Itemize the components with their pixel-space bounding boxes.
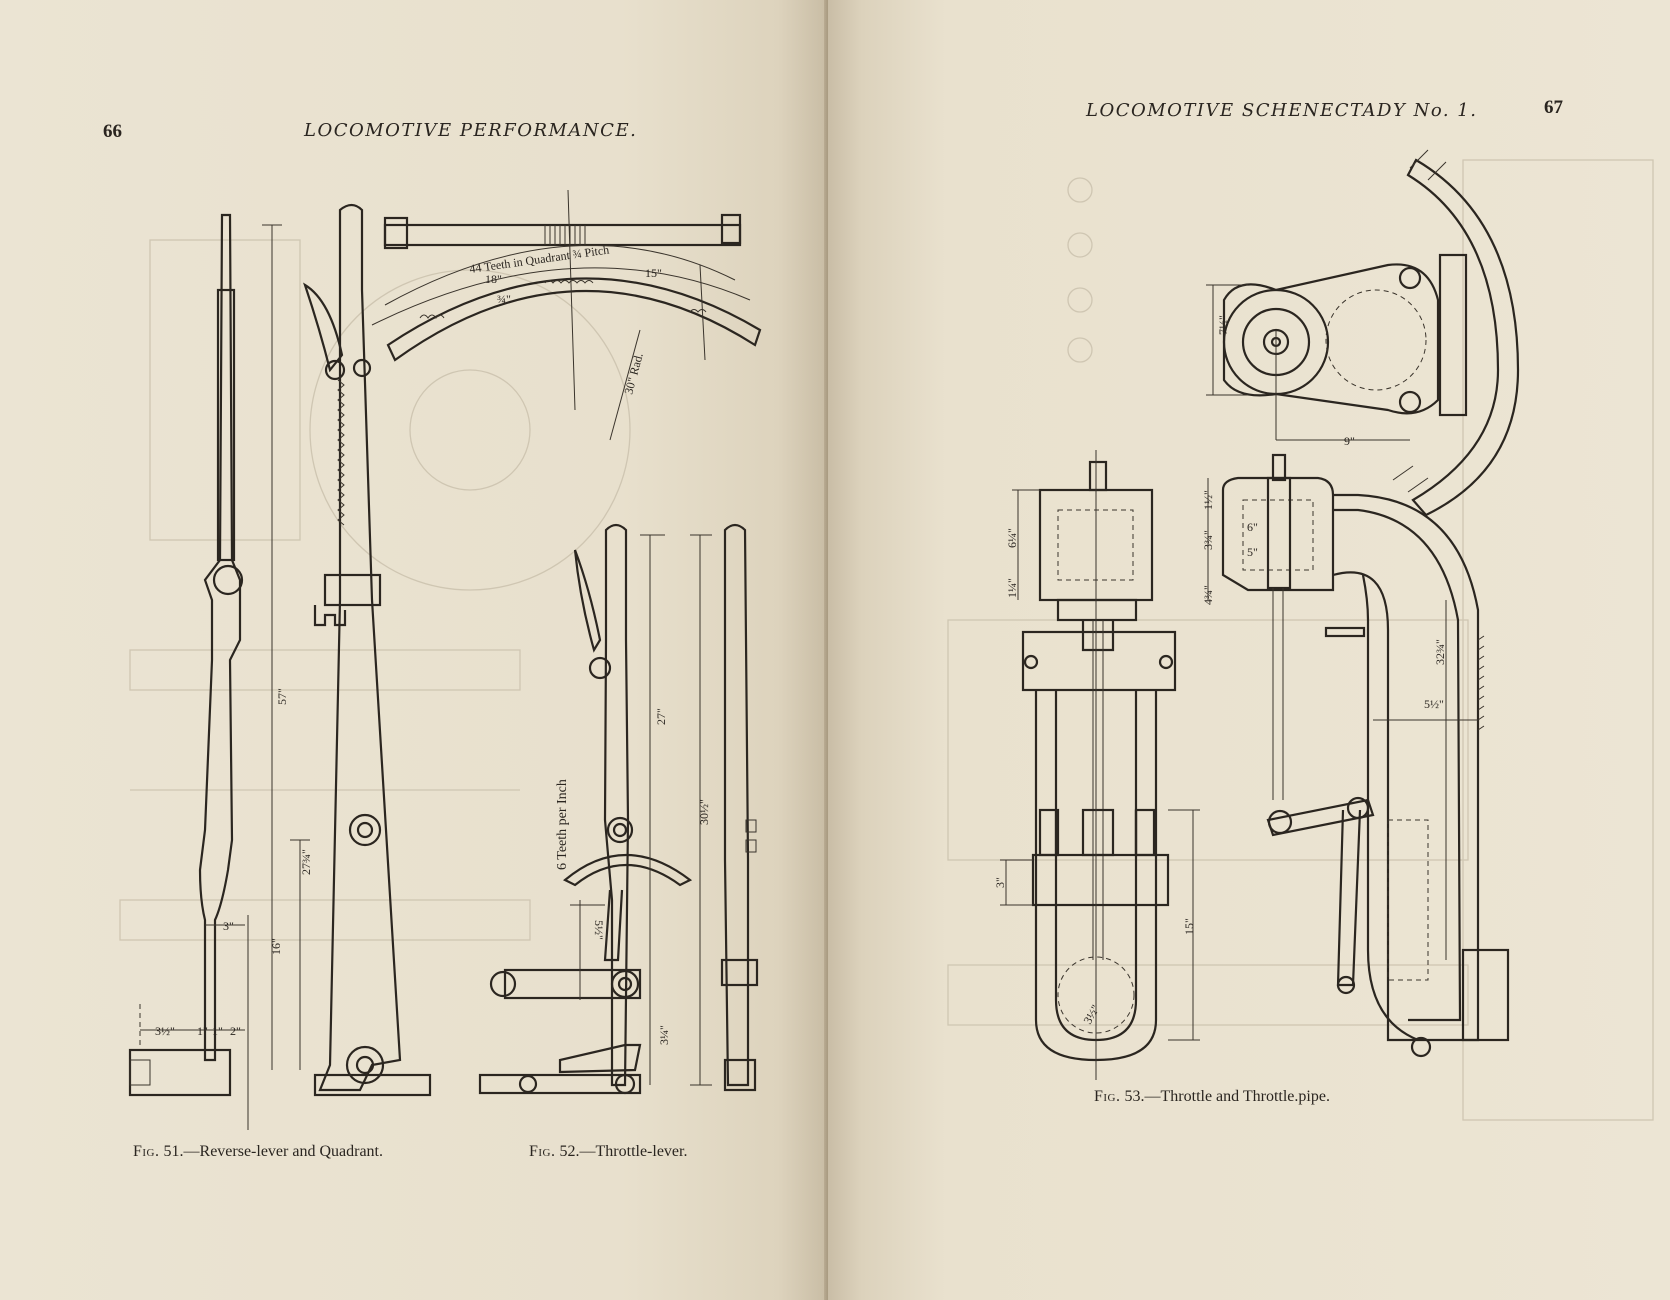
fig53-caption: Fig. 53.—Throttle and Throttle.pipe. — [1094, 1088, 1330, 1106]
fig51-label: Fig. — [133, 1143, 160, 1160]
dim-6: 6" — [1247, 520, 1258, 534]
left-drawings: 44 Teeth in Quadrant ¾ Pitch 18" 15" ¾" … — [119, 189, 762, 1130]
dim-5-1-2: 5½" — [592, 920, 606, 940]
right-drawings: 7½" 9" 6¼" 1¼" 1½" 3¾" 4¾" 6" 5" 32¾" 5½… — [947, 149, 1654, 1121]
fig51-drawing — [128, 203, 432, 1130]
dim-4-3-4: 4¾" — [1201, 585, 1215, 605]
right-page: 7½" 9" 6¼" 1¼" 1½" 3¾" 4¾" 6" 5" 32¾" 5½… — [828, 0, 1670, 1300]
dim-6-1-4: 6¼" — [1005, 528, 1019, 548]
dim-18: 18" — [485, 272, 502, 286]
quadrant-teeth-label: 44 Teeth in Quadrant ¾ Pitch — [468, 242, 609, 275]
fig52-caption: Fig. 52.—Throttle-lever. — [529, 1143, 687, 1161]
teeth-per-inch-label: 6 Teeth per Inch — [555, 779, 570, 870]
left-running-title: LOCOMOTIVE PERFORMANCE. — [304, 120, 638, 141]
fig53-text: 53.—Throttle and Throttle.pipe. — [1124, 1088, 1330, 1105]
dim-27: 27" — [654, 708, 668, 725]
dim-27-3-4: 27¾" — [299, 849, 313, 875]
dim-3-1-4: 3¼" — [657, 1025, 671, 1045]
left-page: 44 Teeth in Quadrant ¾ Pitch 18" 15" ¾" … — [0, 0, 828, 1300]
fig52-drawing — [478, 523, 759, 1095]
dim-9: 9" — [1344, 434, 1355, 448]
throttle-pipe — [1207, 453, 1510, 1058]
quadrant-drawing — [371, 189, 762, 441]
dim-32-3-4: 32¾" — [1433, 639, 1447, 665]
dim-16: 16" — [269, 938, 283, 955]
dim-15-right: 15" — [1182, 918, 1196, 935]
dim-3: 3" — [223, 919, 234, 933]
dim-1-1-2: 1½" — [1201, 490, 1215, 510]
left-page-number: 66 — [103, 121, 122, 142]
right-running-title: LOCOMOTIVE SCHENECTADY No. 1. — [1086, 100, 1478, 121]
fig51-caption: Fig. 51.—Reverse-lever and Quadrant. — [133, 1143, 383, 1161]
dim-1-1-4: 1¼" — [1005, 578, 1019, 598]
dim-5-1-2-right: 5½" — [1424, 697, 1444, 711]
throttle-valve-assembly — [1000, 450, 1200, 1080]
dim-57: 57" — [275, 688, 289, 705]
dim-3-1-2: 3½" — [155, 1024, 175, 1038]
dim-30-1-2: 30½" — [697, 799, 711, 825]
dim-15: 15" — [645, 266, 662, 280]
throttle-top-view — [1206, 149, 1520, 517]
dim-1a: 1" — [197, 1024, 208, 1038]
dim-7-1-2: 7½" — [1216, 315, 1230, 335]
dim-3-3-4: 3¾" — [1201, 530, 1215, 550]
fig52-dimension-labels: 6 Teeth per Inch 27" 30½" 3¼" 5½" — [555, 708, 711, 1045]
show-through — [119, 239, 631, 941]
dim-3-right: 3" — [993, 877, 1007, 888]
dim-2: 2" — [230, 1024, 241, 1038]
dim-5: 5" — [1247, 545, 1258, 559]
dim-1b: 1" — [212, 1024, 223, 1038]
fig53-dimension-labels: 7½" 9" 6¼" 1¼" 1½" 3¾" 4¾" 6" 5" 32¾" 5½… — [993, 315, 1447, 1027]
fig53-label: Fig. — [1094, 1088, 1121, 1105]
fig51-text: 51.—Reverse-lever and Quadrant. — [163, 1143, 383, 1160]
dim-3-1-2-right: 3½" — [1080, 1002, 1102, 1026]
dim-half: ¾" — [497, 292, 511, 306]
fig52-text: 52.—Throttle-lever. — [559, 1143, 688, 1160]
right-page-number: 67 — [1544, 97, 1563, 118]
dim-30-rad: 30" Rad. — [621, 351, 645, 395]
fig52-label: Fig. — [529, 1143, 556, 1160]
show-through — [947, 159, 1654, 1121]
